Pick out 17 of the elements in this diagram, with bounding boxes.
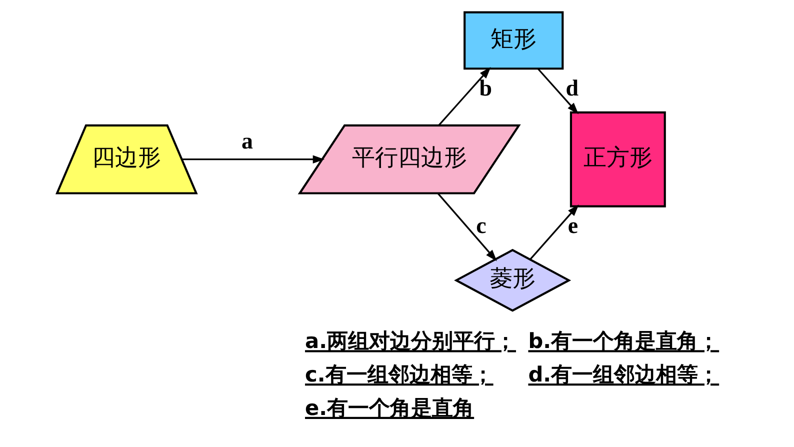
arrow — [438, 67, 491, 126]
label: c.有一组邻边相等； — [305, 362, 494, 387]
label: e.有一个角是直角 — [305, 396, 474, 420]
edge-label: e — [568, 212, 578, 238]
node-box: 矩形 — [464, 11, 564, 70]
arrow — [537, 68, 579, 114]
edge-label: c — [476, 212, 486, 238]
edge-label: d — [566, 75, 579, 100]
arrow — [437, 192, 497, 262]
arrow — [530, 204, 579, 260]
label: b.有一个角是直角； — [528, 329, 720, 354]
arrow — [182, 155, 325, 164]
label: a.两组对边分别平行； — [305, 329, 516, 354]
node-box: 正方形 — [570, 111, 666, 208]
edge-label: b — [479, 75, 492, 100]
label: d.有一组邻边相等； — [528, 362, 720, 387]
edge-label: a — [242, 128, 254, 154]
